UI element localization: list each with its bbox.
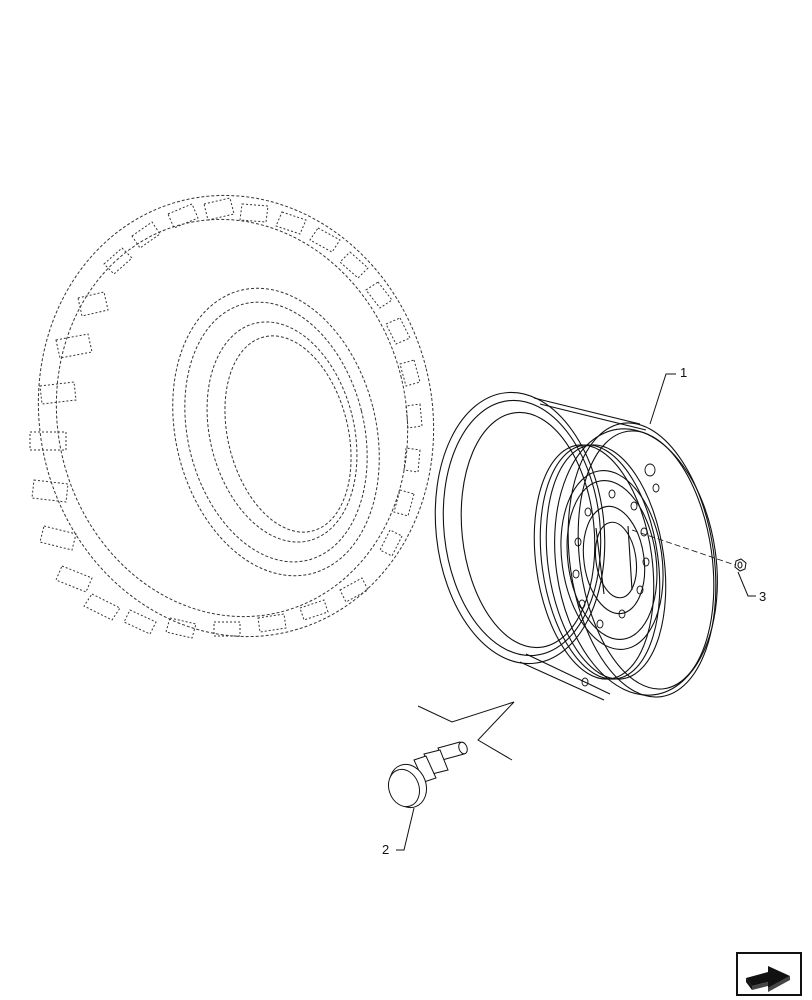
bolt-holes <box>572 463 660 687</box>
nut-drawing <box>734 558 747 572</box>
callout-label-nut: 3 <box>759 589 767 604</box>
callout-label-valve: 2 <box>382 842 390 857</box>
rim-drawing <box>434 391 718 701</box>
tread-lugs <box>29 197 423 639</box>
callout-leaders <box>396 373 756 851</box>
valve-drawing <box>387 741 468 809</box>
nut-axis-line <box>631 529 739 567</box>
tire-phantom <box>29 194 435 639</box>
section-break-line <box>417 701 515 761</box>
arrow-return-icon <box>746 966 790 992</box>
callout-label-rim: 1 <box>680 365 688 380</box>
navigation-button[interactable] <box>736 952 802 996</box>
